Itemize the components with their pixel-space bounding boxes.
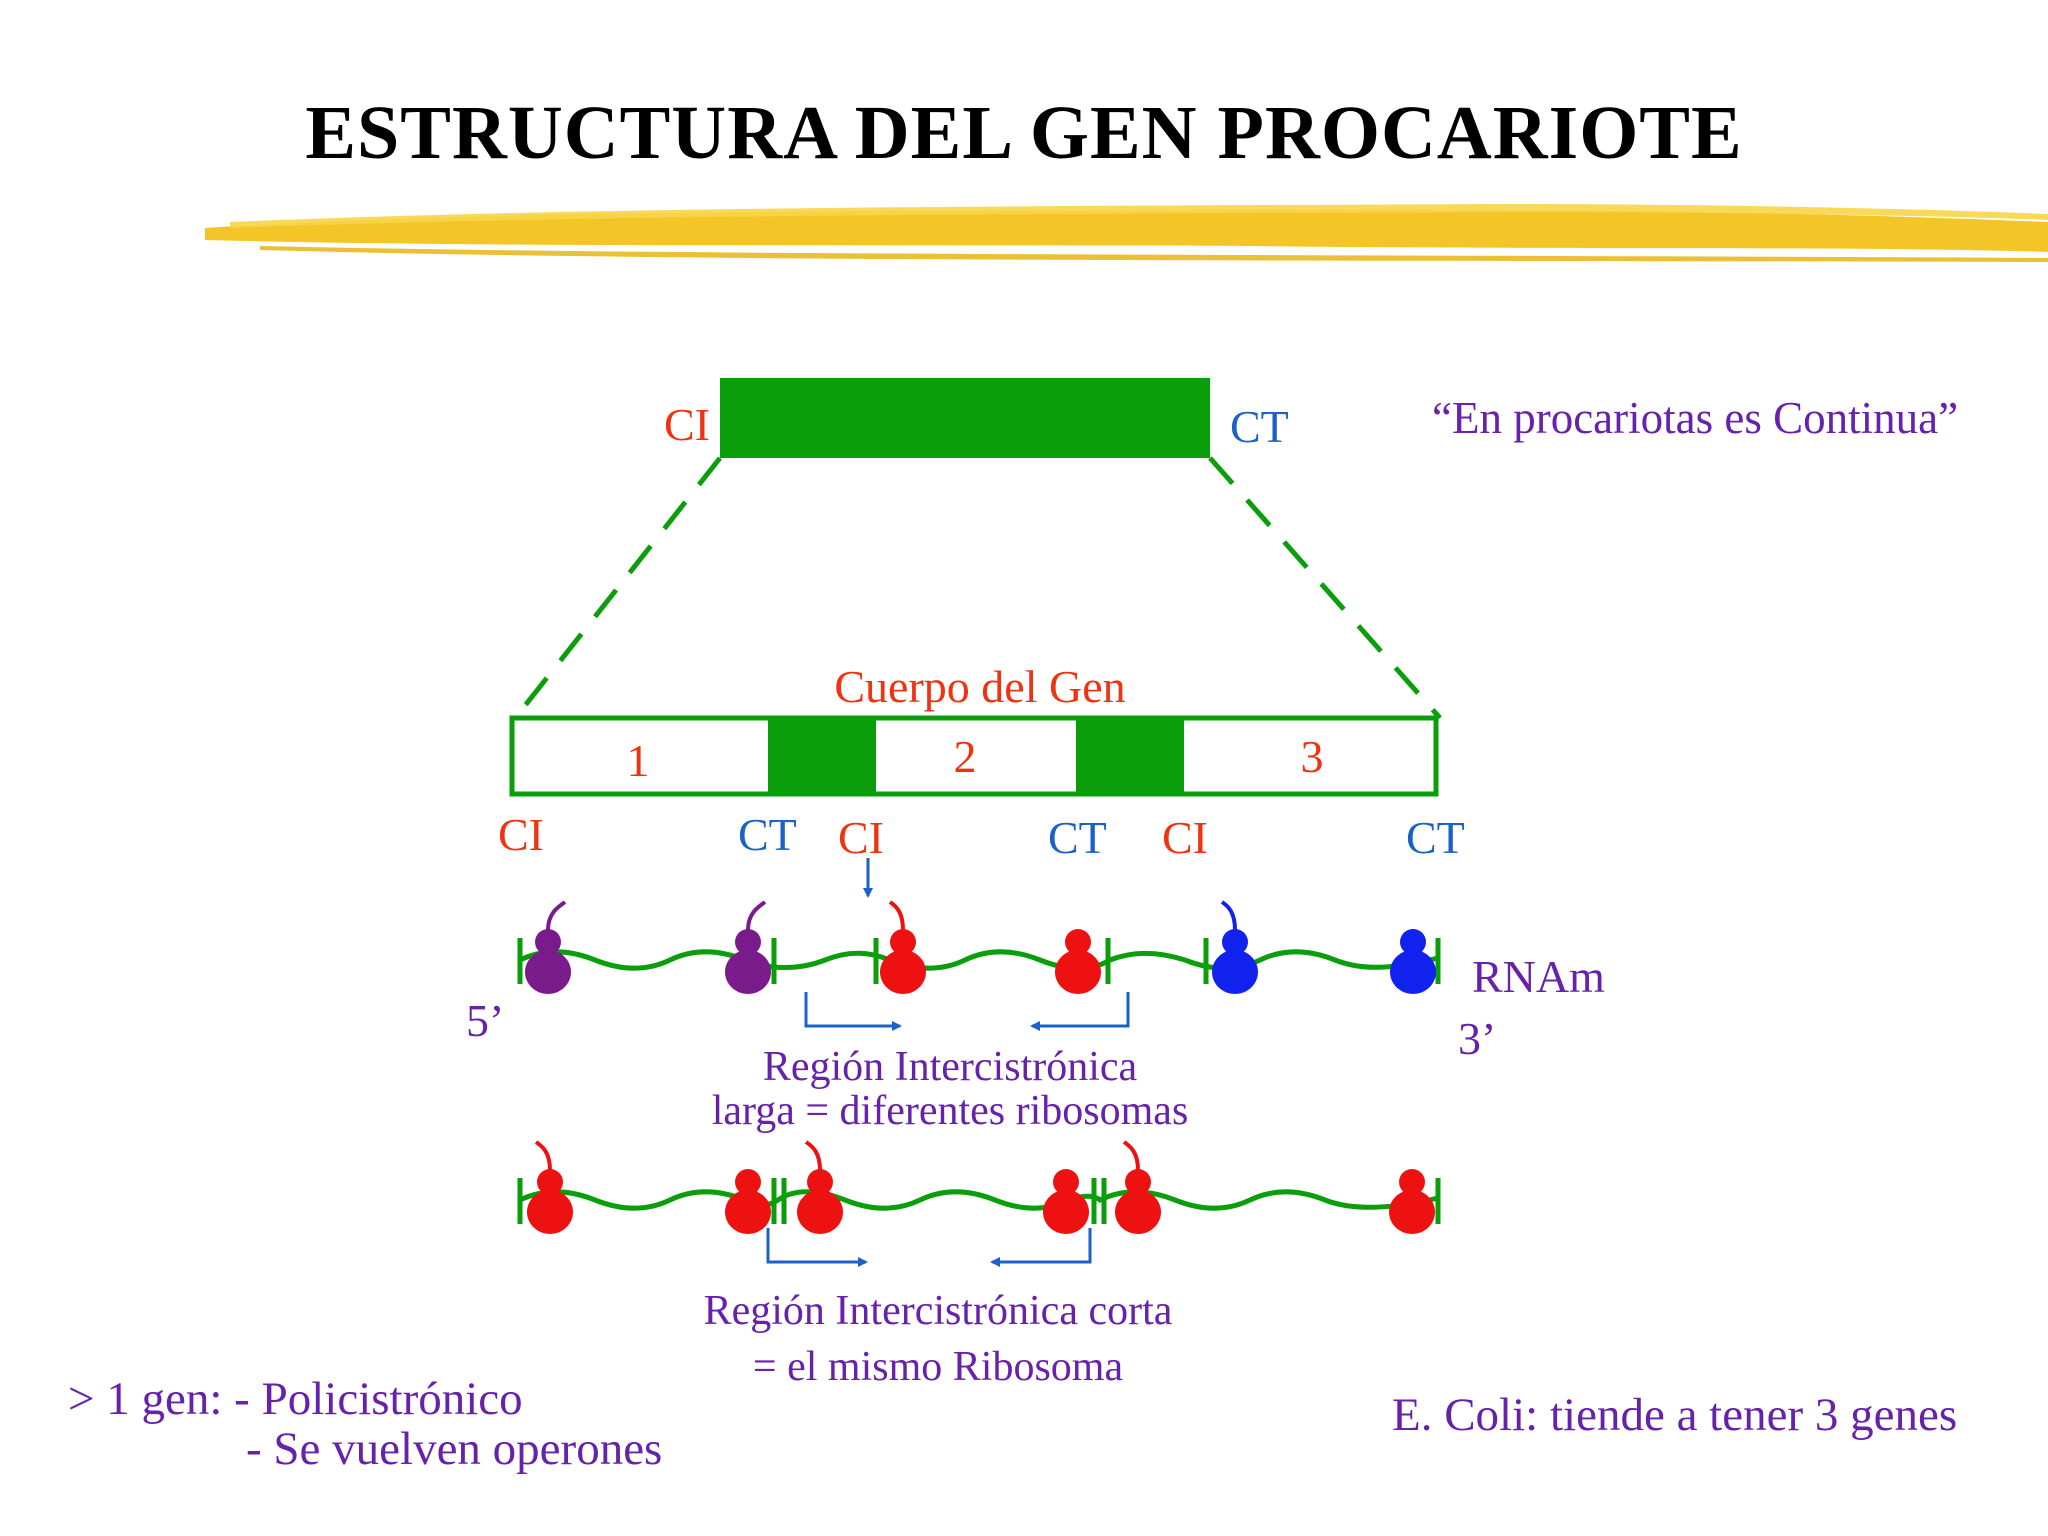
- body-ct-label-2: CT: [1048, 812, 1107, 863]
- ribosome-red-8: [1389, 1169, 1435, 1234]
- note-left-line1: > 1 gen: - Policistrónico: [68, 1373, 523, 1425]
- segment-label-1: 1: [627, 735, 650, 786]
- long-region-arrow-right: [1030, 992, 1130, 1031]
- segment-label-2: 2: [954, 731, 977, 782]
- continuous-quote: “En procariotas es Continua”: [1432, 393, 1958, 443]
- ribosome-blue-1: [1212, 900, 1258, 994]
- note-left-line2: - Se vuelven operones: [246, 1423, 662, 1475]
- mrna-label: RNAm: [1472, 951, 1605, 1002]
- ribosome-red-6: [1043, 1169, 1089, 1234]
- short-region-arrow-right: [990, 1228, 1092, 1267]
- short-region-caption-line2: = el mismo Ribosoma: [753, 1344, 1124, 1390]
- zoom-line-left: [518, 456, 722, 714]
- long-region-caption-line2: larga = diferentes ribosomas: [712, 1088, 1189, 1134]
- slide-title: ESTRUCTURA DEL GEN PROCARIOTE: [305, 91, 1743, 175]
- long-region-arrow-left: [804, 992, 902, 1031]
- segment-label-3: 3: [1301, 731, 1324, 782]
- ribosome-red-7: [1115, 1140, 1161, 1234]
- top-ct-label: CT: [1230, 401, 1289, 452]
- note-right: E. Coli: tiende a tener 3 genes: [1392, 1389, 1957, 1441]
- mrna-strand-long: [517, 900, 1441, 994]
- ribosome-red-3: [527, 1140, 573, 1234]
- body-ct-label-1: CT: [738, 809, 797, 860]
- body-ct-label-3: CT: [1406, 812, 1465, 863]
- body-ci-label-2: CI: [838, 812, 884, 863]
- mrna-wave-short: [518, 1189, 1439, 1211]
- intercistronic-block-1: [768, 718, 876, 794]
- short-region-arrow-left: [766, 1228, 868, 1267]
- gene-body-outline: [509, 715, 1439, 797]
- ribosome-red-2: [1055, 929, 1101, 994]
- five-prime-label: 5’: [466, 995, 504, 1046]
- continuous-gene-bar: [720, 378, 1210, 458]
- ribosome-purple-2: [725, 900, 771, 994]
- short-region-caption-line1: Región Intercistrónica corta: [704, 1288, 1173, 1334]
- long-region-caption-line1: Región Intercistrónica: [763, 1044, 1138, 1090]
- ribosome-red-1: [880, 900, 926, 994]
- intercistronic-block-2: [1076, 718, 1184, 794]
- ribosome-blue-2: [1390, 929, 1436, 994]
- top-ci-label: CI: [664, 399, 710, 450]
- three-prime-label: 3’: [1458, 1013, 1496, 1064]
- zoom-line-right: [1208, 456, 1442, 720]
- mrna-wave-long: [518, 949, 1439, 971]
- ribosome-red-5: [797, 1140, 843, 1234]
- gene-body-heading: Cuerpo del Gen: [834, 661, 1125, 712]
- ribosome-red-4: [725, 1169, 771, 1234]
- body-ci-label-3: CI: [1162, 812, 1208, 863]
- ribosome-purple-1: [525, 900, 571, 994]
- mrna-strand-short: [517, 1140, 1441, 1234]
- body-ci-label-1: CI: [498, 809, 544, 860]
- title-brush-underline: [205, 204, 2048, 262]
